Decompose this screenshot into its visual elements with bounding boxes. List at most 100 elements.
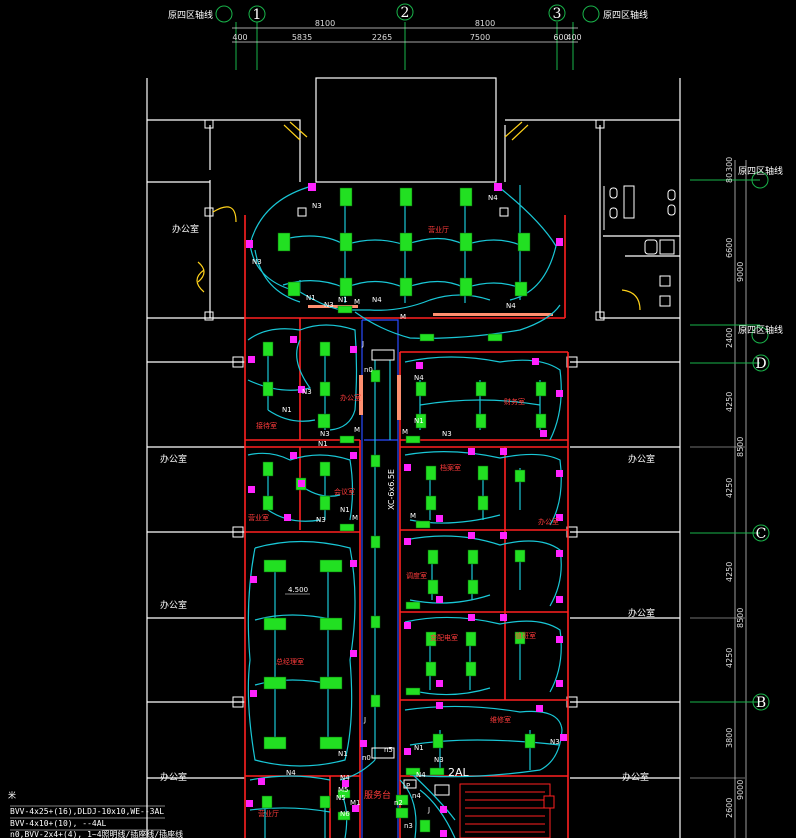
dim-sub-1: 400	[232, 33, 247, 42]
tag-15: N1	[282, 406, 292, 414]
tag-25: M	[410, 512, 416, 520]
tag-17: N3	[320, 430, 330, 438]
top-axis-group: 原四区轴线 原四区轴线 1 2 3 8100 8100 400 5835 226…	[168, 3, 648, 70]
axis-bubble-3: 3	[553, 6, 562, 22]
office-label-7: 办公室	[622, 771, 649, 783]
tag-41: N3	[550, 738, 560, 746]
tag-35: N5	[336, 794, 346, 802]
rdim-4: 9000	[736, 262, 745, 282]
rdim-3: 6600	[725, 238, 734, 258]
axis-bubble-1: 1	[253, 7, 262, 23]
room-label-13: 维修室	[490, 715, 511, 724]
legend-line-1: BVV-4x25+(16),DLDJ-10x10,WE--3AL	[10, 807, 164, 816]
rdim-11: 4250	[725, 648, 734, 668]
office-label-6: 办公室	[628, 607, 655, 619]
tag-27: N1	[338, 750, 348, 758]
tag-38: n4	[412, 792, 421, 800]
tag-34: M5	[338, 786, 349, 794]
tag-11: J	[361, 340, 364, 348]
room-label-2: 接待室	[256, 421, 277, 430]
axis-bubble-2: 2	[401, 5, 410, 21]
office-label-4: 办公室	[160, 771, 187, 783]
tag-24: M	[352, 514, 358, 522]
tag-14: N3	[302, 388, 312, 396]
tag-5: N4	[372, 296, 382, 304]
room-label-4: 财务室	[504, 397, 525, 406]
tag-18: M	[354, 426, 360, 434]
rdim-12: 3800	[725, 728, 734, 748]
office-label-5: 办公室	[628, 453, 655, 465]
door-arcs	[196, 121, 641, 311]
tag-30: N1	[414, 744, 424, 752]
legend-line-2: BVV-4x10+(10), --4AL	[10, 819, 107, 828]
room-label-9: 调度室	[406, 571, 427, 580]
room-label-10: 总经理室	[276, 657, 304, 666]
tag-29: n5	[384, 746, 393, 754]
tag-39: n3	[404, 822, 413, 830]
level-mark: 4.500	[288, 586, 308, 594]
circuit-tags: N3 N4 N3 N1 N4 N3 N1 N4 M M J n0 N4 N3 N…	[252, 194, 560, 830]
dim-sub-2: 5835	[292, 33, 312, 42]
legend: 米 BVV-4x25+(16),DLDJ-10x10,WE--3AL BVV-4…	[8, 790, 183, 838]
tag-36: N6	[340, 810, 350, 818]
room-label-3: 办公室	[340, 393, 361, 402]
rdim-7: 8500	[736, 437, 745, 457]
tag-44: J	[427, 806, 430, 814]
panel-label: 2AL	[448, 766, 470, 779]
tag-42: N4	[416, 771, 426, 779]
rdim-1: 300	[725, 157, 734, 172]
tag-33: M1	[350, 799, 361, 807]
office-label-1: 办公室	[172, 223, 199, 235]
tag-6: N3	[324, 301, 334, 309]
rdim-13: 9000	[736, 780, 745, 800]
tag-10: M	[400, 313, 406, 321]
tag-19: M	[402, 428, 408, 436]
tag-9: M	[354, 298, 360, 306]
axis-bubble-D: D	[755, 356, 766, 372]
wall-stubs	[204, 119, 605, 708]
room-label-5: 营业室	[248, 513, 269, 522]
corridor-label: XC-6x6.5E	[387, 469, 396, 510]
panel-note: 服务台	[364, 789, 391, 801]
tag-13: N4	[414, 374, 424, 382]
dim-overall-1: 8100	[315, 19, 335, 28]
rdim-2: 80	[725, 173, 734, 183]
room-label-12: 值班室	[515, 631, 536, 640]
tag-28: n0	[362, 754, 371, 762]
tag-43: n2	[394, 799, 403, 807]
room-label-6: 会议室	[334, 487, 355, 496]
tag-16: N1	[414, 417, 424, 425]
wall-fixtures-magenta	[246, 183, 567, 837]
room-label-11: 变配电室	[430, 633, 458, 642]
room-labels: 营业厅 接待室 办公室 财务室 营业室 会议室 档案室 办公室 调度室 总经理室…	[248, 225, 559, 818]
dim-sub-5: 600	[553, 33, 568, 42]
axis-bubble-B: B	[756, 695, 766, 711]
tag-7: N1	[306, 294, 316, 302]
rdim-8: 4250	[725, 478, 734, 498]
tag-37: P	[406, 782, 410, 790]
room-label-14: 营业厅	[258, 809, 279, 818]
tag-22: N3	[316, 516, 326, 524]
tag-31: N4	[286, 769, 296, 777]
building-walls	[146, 77, 681, 838]
tag-20: N3	[442, 430, 452, 438]
wall-segments-salmon	[308, 305, 553, 420]
dim-sub-3: 2265	[372, 33, 392, 42]
toilet-fixtures	[603, 185, 676, 307]
top-left-axis-note: 原四区轴线	[168, 9, 213, 21]
tag-12: n0	[364, 366, 373, 374]
light-fixtures-green	[261, 187, 547, 833]
office-label-2: 办公室	[160, 453, 187, 465]
tag-23: N1	[340, 506, 350, 514]
top-right-axis-note: 原四区轴线	[603, 9, 648, 21]
tag-1: N3	[312, 202, 322, 210]
room-label-7: 档案室	[440, 463, 461, 472]
office-labels: 办公室 办公室 办公室 办公室 办公室 办公室 办公室	[160, 223, 655, 783]
rdim-6: 4250	[725, 392, 734, 412]
legend-star: 米	[8, 790, 16, 800]
right-axis-group: 原四区轴线 原四区轴线 D C B 300 80 6600 9000 2400 …	[690, 157, 783, 838]
tag-32: N4	[340, 774, 350, 782]
right-top-axis-note: 原四区轴线	[738, 165, 783, 177]
rdim-10: 8500	[736, 608, 745, 628]
